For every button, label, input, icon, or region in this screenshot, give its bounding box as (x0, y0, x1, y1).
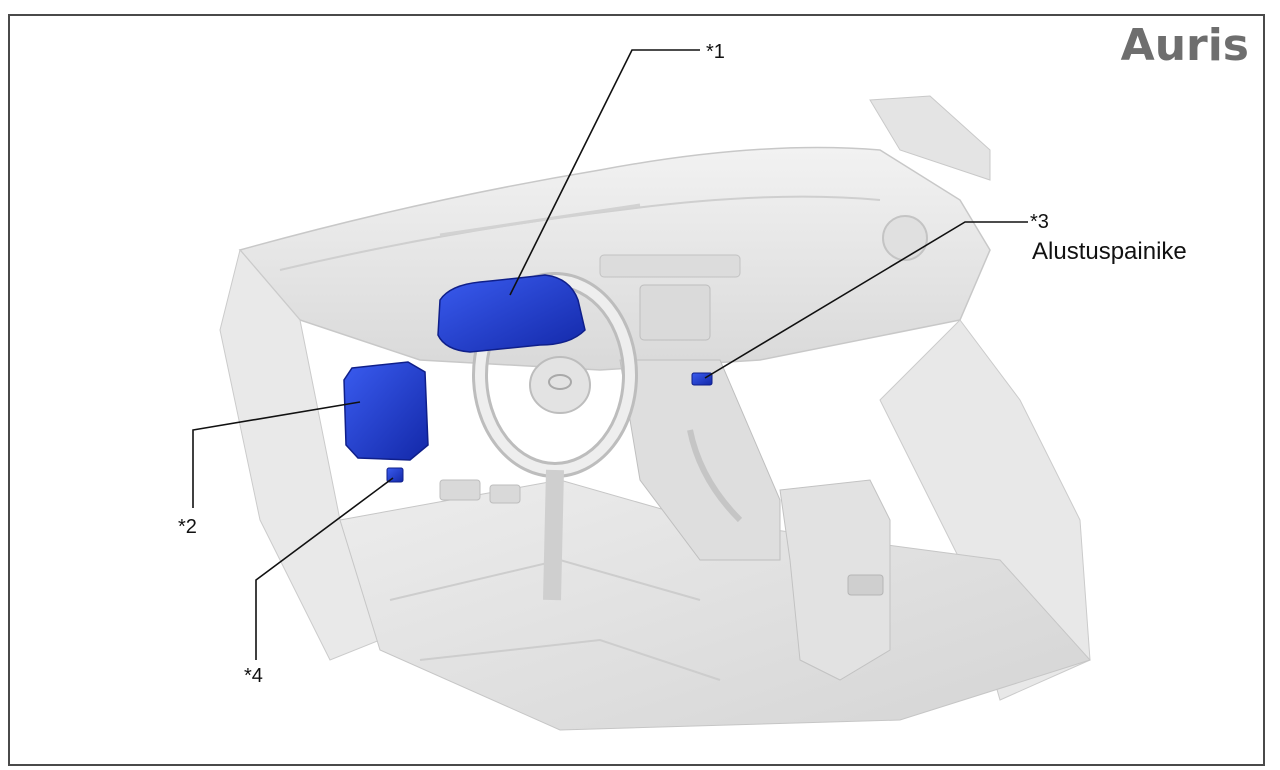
leader-lines (192, 49, 1028, 660)
callout-2-label: *2 (178, 516, 197, 538)
leader-line-3 (704, 221, 1028, 379)
roof-pillar (869, 95, 991, 181)
callout-3-label: *3 (1030, 211, 1049, 233)
dashboard (238, 146, 991, 371)
leader-line-1 (509, 49, 700, 296)
combination-meter-highlight (437, 274, 586, 353)
callout-4-label: *4 (244, 665, 263, 687)
center-console (619, 359, 781, 561)
armrest (779, 479, 891, 681)
leader-line-4 (255, 477, 394, 660)
brand-logo: Auris (1120, 20, 1249, 71)
callout-1-label: *1 (706, 41, 725, 63)
left-body-side (219, 248, 381, 661)
callout-3-sublabel: Alustuspainike (1032, 238, 1187, 265)
leader-line-2 (192, 401, 361, 508)
pedal-area (439, 479, 521, 504)
ecu-module-highlight (343, 361, 429, 461)
